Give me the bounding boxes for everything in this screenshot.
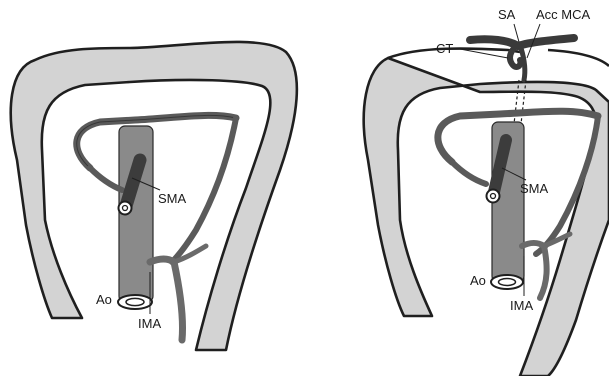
right-splenic-artery	[470, 38, 574, 46]
right-ct-label: CT	[436, 41, 453, 56]
right-acc-mca-label: Acc MCA	[536, 7, 591, 22]
right-sma-label: SMA	[520, 181, 549, 196]
right-colon-top	[388, 48, 609, 66]
left-left-colic-branch	[90, 168, 122, 190]
right-left-colic-branch	[452, 162, 486, 184]
right-colon	[364, 58, 609, 376]
left-ao-label: Ao	[96, 292, 112, 307]
right-panel: SA Acc MCA CT SMA Ao IMA	[364, 7, 609, 376]
right-ima	[522, 243, 547, 298]
left-sma-arch	[77, 115, 236, 168]
left-panel: SMA Ao IMA	[11, 42, 297, 350]
right-ao-label: Ao	[470, 273, 486, 288]
left-ima-label: IMA	[138, 316, 161, 331]
left-colon	[11, 42, 297, 350]
right-ima-label: IMA	[510, 298, 533, 313]
left-sma-label: SMA	[158, 191, 187, 206]
right-sa-leader	[514, 24, 519, 42]
right-sa-label: SA	[498, 7, 516, 22]
